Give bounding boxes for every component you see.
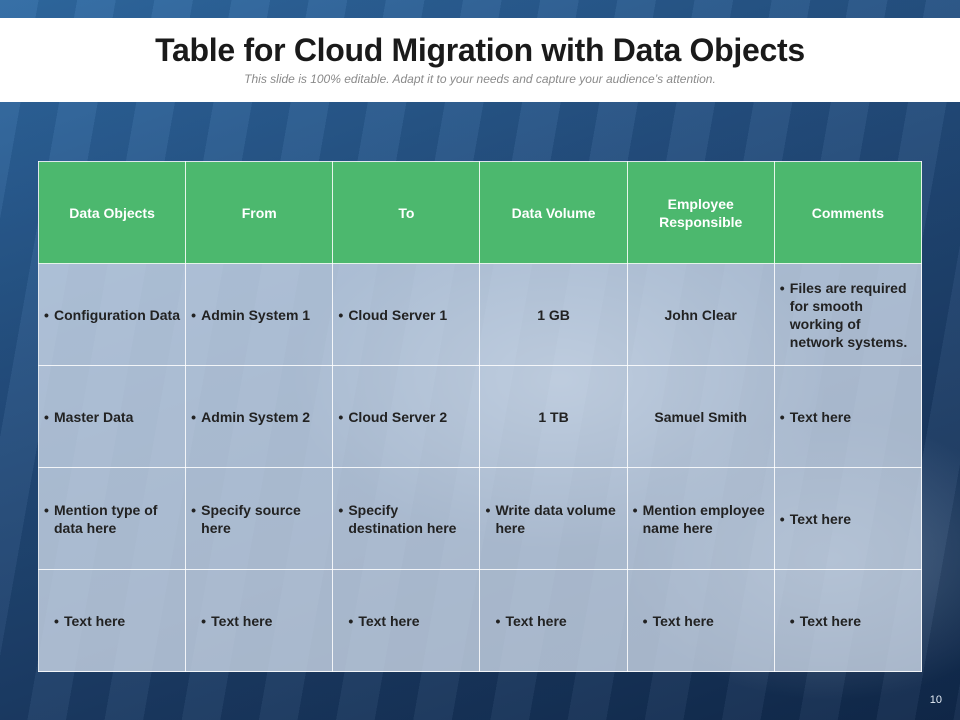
cell-text: Admin System 2	[190, 408, 328, 426]
cell-text: 1 GB	[537, 306, 570, 323]
slide-title: Table for Cloud Migration with Data Obje…	[155, 32, 805, 68]
table-cell: Samuel Smith	[626, 365, 775, 468]
table-cell: 1 GB	[479, 263, 628, 366]
table-row: Mention type of data here Specify source…	[37, 467, 923, 570]
cell-text: John Clear	[664, 306, 737, 323]
cell-text: Master Data	[43, 408, 181, 426]
table-header-row: Data Objects From To Data Volume Employe…	[37, 161, 923, 264]
cell-text: Mention type of data here	[43, 501, 181, 537]
header-data-volume: Data Volume	[479, 161, 628, 264]
page-number: 10	[929, 694, 942, 706]
slide-subtitle: This slide is 100% editable. Adapt it to…	[244, 72, 716, 86]
table-cell: Specify destination here	[332, 467, 481, 570]
cell-text: Text here	[347, 612, 475, 630]
table-cell: Master Data	[37, 365, 187, 468]
cell-text: Mention employee name here	[632, 501, 770, 537]
table-cell: Mention type of data here	[37, 467, 187, 570]
table-cell: Text here	[773, 365, 923, 468]
table-cell: Admin System 1	[185, 263, 334, 366]
header-data-objects: Data Objects	[37, 161, 187, 264]
cell-text: Text here	[789, 612, 917, 630]
migration-table: Data Objects From To Data Volume Employe…	[37, 161, 923, 672]
table-cell: 1 TB	[479, 365, 628, 468]
cell-text: Write data volume here	[484, 501, 622, 537]
table-cell: Text here	[37, 569, 187, 672]
cell-text: Text here	[642, 612, 770, 630]
table-cell: Admin System 2	[185, 365, 334, 468]
table-cell: Mention employee name here	[626, 467, 775, 570]
cell-text: 1 TB	[538, 408, 569, 425]
cell-text: Text here	[200, 612, 328, 630]
header-to: To	[332, 161, 481, 264]
table-cell: Text here	[626, 569, 775, 672]
cell-text: Cloud Server 1	[337, 306, 475, 324]
header-employee-responsible: Employee Responsible	[626, 161, 775, 264]
header-from: From	[185, 161, 334, 264]
table-cell: Text here	[332, 569, 481, 672]
table-cell: Cloud Server 2	[332, 365, 481, 468]
cell-text: Cloud Server 2	[337, 408, 475, 426]
table-cell: Specify source here	[185, 467, 334, 570]
table-cell: Text here	[185, 569, 334, 672]
table-row: Text here Text here Text here Text here …	[37, 569, 923, 672]
table-cell: Files are required for smooth working of…	[773, 263, 923, 366]
cell-text: Configuration Data	[43, 306, 181, 324]
cell-text: Text here	[779, 408, 917, 426]
table-row: Master Data Admin System 2 Cloud Server …	[37, 365, 923, 468]
table-cell: Cloud Server 1	[332, 263, 481, 366]
cell-text: Specify destination here	[337, 501, 475, 537]
table-cell: Write data volume here	[479, 467, 628, 570]
table-cell: Text here	[773, 467, 923, 570]
cell-text: Files are required for smooth working of…	[779, 279, 917, 351]
table-cell: Text here	[773, 569, 923, 672]
table-cell: John Clear	[626, 263, 775, 366]
cell-text: Specify source here	[190, 501, 328, 537]
cell-text: Text here	[779, 510, 917, 528]
cell-text: Samuel Smith	[654, 408, 747, 425]
cell-text: Admin System 1	[190, 306, 328, 324]
table-cell: Configuration Data	[37, 263, 187, 366]
table-row: Configuration Data Admin System 1 Cloud …	[37, 263, 923, 366]
cell-text: Text here	[53, 612, 181, 630]
table-cell: Text here	[479, 569, 628, 672]
cell-text: Text here	[494, 612, 622, 630]
header-comments: Comments	[773, 161, 923, 264]
title-banner: Table for Cloud Migration with Data Obje…	[0, 18, 960, 102]
